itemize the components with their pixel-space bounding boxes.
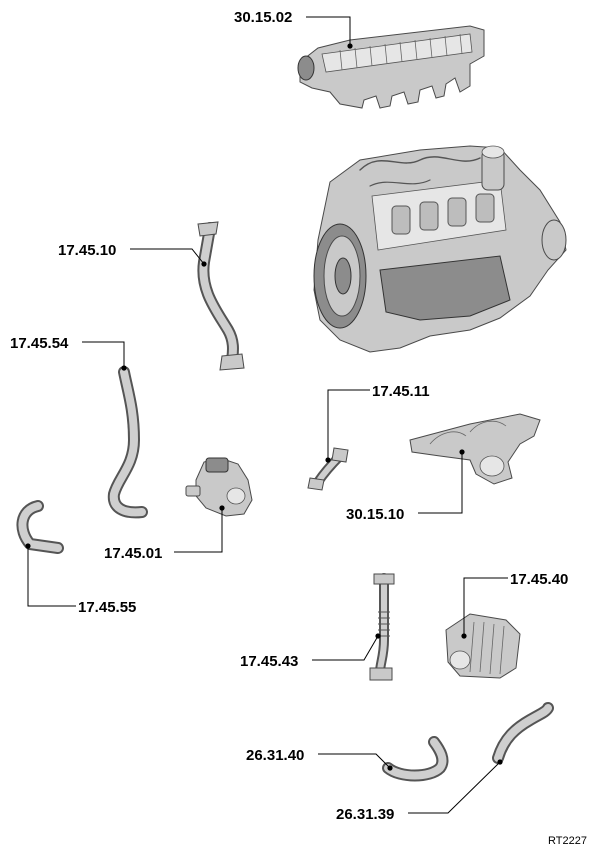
egr-valve-part [185, 457, 253, 517]
hose-26-31-40-part [382, 736, 449, 782]
label-17-45-55: 17.45.55 [78, 599, 136, 616]
figure-reference-code: RT2227 [548, 835, 587, 847]
label-26-31-40: 26.31.40 [246, 747, 304, 764]
label-17-45-43: 17.45.43 [240, 653, 298, 670]
engine-assembly [313, 145, 567, 353]
label-26-31-39: 26.31.39 [336, 806, 394, 823]
hose-26-31-39-part [492, 702, 554, 764]
callout-labels: 30.15.02 17.45.10 17.45.54 17.45.11 30.1… [10, 9, 587, 847]
intake-manifold-part [297, 25, 485, 109]
leader-lines [25, 16, 508, 814]
label-17-45-10: 17.45.10 [58, 242, 116, 259]
label-17-45-01: 17.45.01 [104, 545, 162, 562]
hose-17-45-55-part [16, 500, 64, 554]
egr-cooler-part [445, 613, 521, 679]
exhaust-manifold-part [409, 413, 541, 485]
label-17-45-11: 17.45.11 [372, 383, 430, 400]
hose-17-45-10-part [197, 221, 245, 371]
hose-17-45-54-part [107, 366, 148, 519]
flex-pipe-part [369, 573, 395, 681]
label-30-15-10: 30.15.10 [346, 506, 404, 523]
tube-17-45-11-part [307, 447, 349, 491]
label-30-15-02: 30.15.02 [234, 9, 292, 26]
label-17-45-40: 17.45.40 [510, 571, 568, 588]
label-17-45-54: 17.45.54 [10, 335, 69, 352]
